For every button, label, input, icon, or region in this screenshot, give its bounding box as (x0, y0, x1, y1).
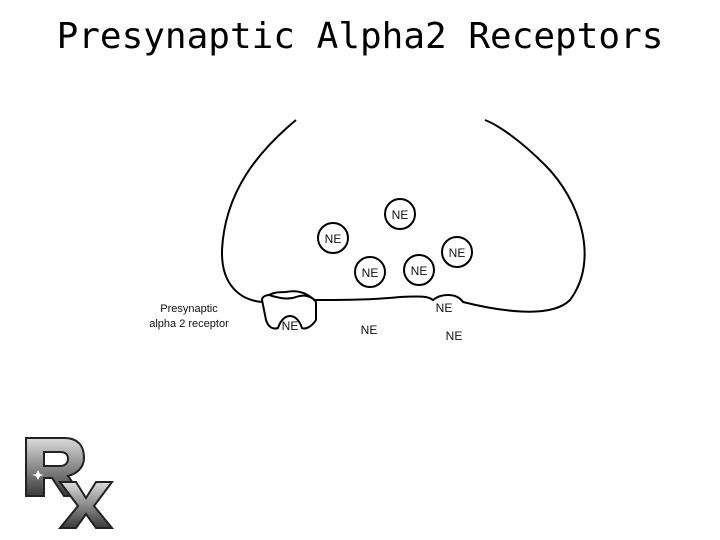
svg-text:NE: NE (325, 232, 342, 246)
receptor-bound-ne: NE (282, 319, 299, 333)
vesicle: NE (318, 223, 348, 253)
cleft-ne: NE (361, 323, 378, 337)
cleft-ne: NE (446, 329, 463, 343)
svg-text:NE: NE (362, 266, 379, 280)
vesicle: NE (404, 255, 434, 285)
vesicle: NE (442, 237, 472, 267)
receptor-label-line1: Presynaptic (160, 303, 218, 315)
svg-text:NE: NE (449, 246, 466, 260)
rx-logo-icon (18, 430, 114, 530)
svg-text:NE: NE (411, 264, 428, 278)
receptor-label-line2: alpha 2 receptor (149, 318, 229, 330)
vesicle: NE (385, 199, 415, 229)
vesicle: NE (355, 257, 385, 287)
releasing-ne: NE (436, 301, 453, 315)
svg-text:NE: NE (392, 208, 409, 222)
